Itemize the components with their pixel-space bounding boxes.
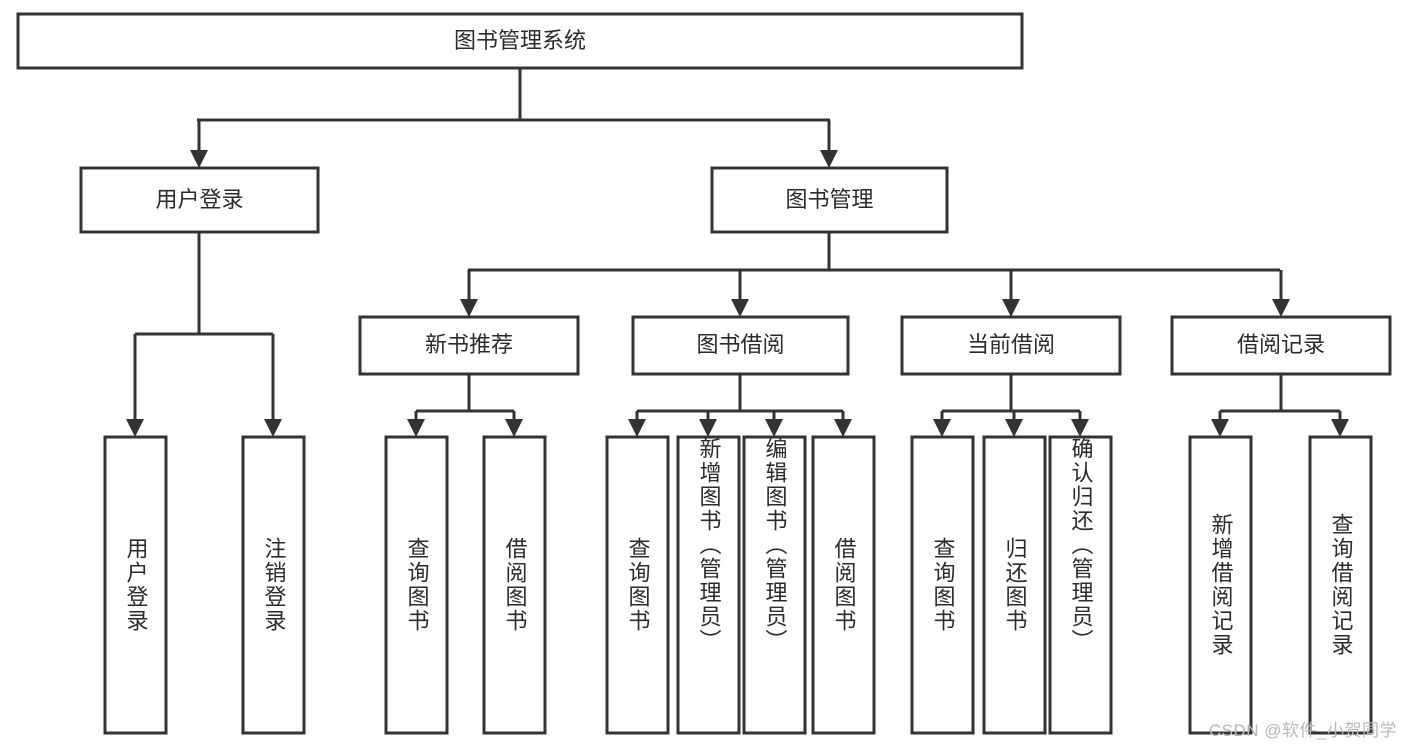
node-title-label: 图书管理系统 <box>454 28 586 53</box>
node-borrow-record-box[interactable] <box>1170 315 1392 376</box>
node-book-borrow-box[interactable] <box>631 315 850 376</box>
node-book-management-label: 图书管理 <box>785 187 873 212</box>
node-borrow-record[interactable]: 借阅记录 <box>1170 315 1392 376</box>
node-new-book-recommend-label: 新书推荐 <box>425 332 513 357</box>
leaf-box-confirm-return[interactable] <box>1048 435 1113 735</box>
node-book-management-box[interactable] <box>710 166 949 234</box>
arrow-head-book-borrow <box>731 299 749 317</box>
arrow-head-leaf-confirm-return <box>1071 419 1089 437</box>
arrow-head-leaf-query-book-1 <box>407 419 425 437</box>
arrow-head-new-book-recommend <box>460 299 478 317</box>
arrow-head-leaf-query-book-3 <box>933 419 951 437</box>
leaf-box-add-borrow-rec[interactable] <box>1188 435 1253 735</box>
leaf-box-query-book-2[interactable] <box>605 435 670 735</box>
node-user-login[interactable]: 用户登录 <box>79 166 320 234</box>
csdn-watermark: CSDN @软件_小贺同学 <box>1208 721 1397 740</box>
arrow-head-borrow-record <box>1272 299 1290 317</box>
arrow-head-leaf-logout-login <box>264 419 282 437</box>
arrow-head-leaf-borrow-book-2 <box>834 419 852 437</box>
node-current-borrow[interactable]: 当前借阅 <box>900 315 1122 376</box>
arrow-head-current-borrow <box>1002 299 1020 317</box>
node-user-login-label: 用户登录 <box>155 187 243 212</box>
arrow-head-leaf-borrow-book-1 <box>505 419 523 437</box>
arrow-head-leaf-add-book <box>699 419 717 437</box>
node-current-borrow-box[interactable] <box>900 315 1122 376</box>
arrow-head-leaf-query-book-2 <box>628 419 646 437</box>
node-book-borrow[interactable]: 图书借阅 <box>631 315 850 376</box>
arrow-head-leaf-return-book <box>1005 419 1023 437</box>
leaf-box-borrow-book-1[interactable] <box>482 435 547 735</box>
leaf-box-add-book[interactable] <box>676 435 741 735</box>
connector-layer <box>126 68 1349 437</box>
arrow-head-book-management <box>820 150 838 168</box>
node-user-login-box[interactable] <box>79 166 320 234</box>
arrow-head-leaf-user-login <box>126 419 144 437</box>
leaf-box-query-borrow-rec[interactable] <box>1308 435 1373 735</box>
node-new-book-recommend-box[interactable] <box>358 315 580 376</box>
node-title[interactable]: 图书管理系统 <box>16 12 1024 70</box>
leaf-box-user-login[interactable] <box>103 435 168 735</box>
arrow-head-leaf-query-borrow-rec <box>1331 419 1349 437</box>
node-book-management[interactable]: 图书管理 <box>710 166 949 234</box>
node-borrow-record-label: 借阅记录 <box>1237 332 1325 357</box>
arrow-head-user-login <box>190 150 208 168</box>
node-current-borrow-label: 当前借阅 <box>967 332 1055 357</box>
leaf-box-logout-login[interactable] <box>241 435 306 735</box>
arrow-head-leaf-edit-book <box>765 419 783 437</box>
node-book-borrow-label: 图书借阅 <box>696 332 784 357</box>
leaf-box-borrow-book-2[interactable] <box>811 435 876 735</box>
leaf-box-query-book-1[interactable] <box>384 435 449 735</box>
leaf-box-edit-book[interactable] <box>742 435 807 735</box>
node-new-book-recommend[interactable]: 新书推荐 <box>358 315 580 376</box>
node-layer: 图书管理系统 用户登录 图书管理 新书推荐 图书借阅 当前借阅 借阅记录 <box>16 12 1392 735</box>
leaf-box-return-book[interactable] <box>982 435 1047 735</box>
arrow-head-leaf-add-borrow-rec <box>1211 419 1229 437</box>
leaf-box-query-book-3[interactable] <box>910 435 975 735</box>
node-title-box[interactable] <box>16 12 1024 70</box>
